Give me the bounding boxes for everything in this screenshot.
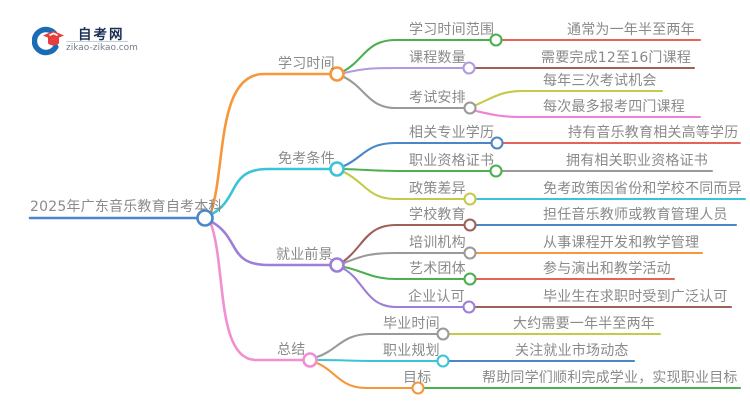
curve-goal [315, 361, 414, 390]
leaf-exam-times: 每年三次考试机会 [543, 73, 657, 89]
leaf-qualification-cert: 拥有相关职业资格证书 [566, 153, 708, 169]
leaf-training-institution: 从事课程开发和教学管理 [543, 235, 700, 251]
curve-root-to-study-time [209, 72, 332, 214]
dot-graduation-time [436, 327, 450, 341]
dot-corporate-recognition [462, 300, 476, 314]
leaf-art-troupe: 参与演出和教学活动 [543, 261, 671, 277]
curve-career-planning [315, 358, 439, 363]
logo-crescent [32, 26, 59, 56]
leaf-course-count: 需要完成12至16门课程 [541, 50, 692, 66]
dot-career-planning [436, 354, 450, 368]
logo-cap-base [48, 37, 59, 46]
dot-art-troupe [463, 272, 477, 286]
leaf-exam-limit: 每次最多报考四门课程 [543, 99, 685, 115]
wire-leaf-exam-limit [474, 109, 702, 119]
leaf-corporate-recognition: 毕业生在求职时受到广泛认可 [543, 289, 728, 305]
dot-related-degree [490, 136, 504, 150]
leaf-related-degree: 持有音乐教育相关高等学历 [568, 125, 739, 141]
node-label-corporate-recognition: 企业认可 [408, 289, 465, 305]
node-label-goal: 目标 [403, 370, 432, 386]
dot-course-count [462, 61, 476, 75]
dot-policy-difference [463, 192, 477, 206]
graduation-cap-icon [32, 26, 64, 56]
curve-qualification-cert [342, 167, 492, 173]
curve-course-count [342, 66, 465, 75]
dot-school-education [463, 218, 477, 232]
dot-summary [302, 352, 318, 368]
node-label-training-institution: 培训机构 [409, 235, 466, 251]
logo-cap-top [43, 31, 64, 40]
curve-exam-schedule [342, 75, 466, 110]
dot-qualification-cert [489, 164, 503, 178]
node-label-study-range: 学习时间范围 [409, 22, 495, 38]
logo-domain[interactable]: zikao-zikao.com [66, 43, 138, 53]
branch-label-exemption: 免考条件 [278, 151, 335, 167]
branch-label-study-time: 学习时间 [278, 56, 335, 72]
node-label-exam-schedule: 考试安排 [409, 90, 466, 106]
node-label-qualification-cert: 职业资格证书 [409, 153, 495, 169]
dot-study-range [489, 33, 503, 47]
curve-root-to-employment [210, 220, 332, 267]
root-node-dot [196, 209, 214, 227]
node-label-related-degree: 相关专业学历 [409, 125, 495, 141]
site-logo[interactable]: 自考网 zikao-zikao.com [30, 18, 142, 60]
curve-policy-difference [342, 170, 466, 201]
logo-cap-chevron [49, 32, 58, 37]
node-label-policy-difference: 政策差异 [409, 181, 466, 197]
dot-goal [411, 381, 425, 395]
curve-related-degree [342, 141, 493, 168]
node-label-career-planning: 职业规划 [383, 343, 440, 359]
node-label-course-count: 课程数量 [409, 50, 466, 66]
curve-study-range [342, 38, 492, 73]
node-label-school-education: 学校教育 [409, 207, 466, 223]
curve-school-education [342, 223, 466, 263]
dot-training-institution [463, 246, 477, 260]
node-label-art-troupe: 艺术团体 [409, 261, 466, 277]
dot-employment [329, 257, 345, 273]
node-label-graduation-time: 毕业时间 [383, 316, 440, 332]
branch-label-summary: 总结 [277, 342, 306, 358]
dot-exemption [329, 161, 345, 177]
leaf-policy-difference: 免考政策因省份和学校不同而异 [543, 181, 742, 197]
dot-exam-schedule [463, 101, 477, 115]
curve-training-institution [342, 251, 466, 265]
curve-root-to-summary [209, 222, 305, 362]
root-label: 2025年广东音乐教育自考本科 [30, 199, 223, 215]
logo-divider [66, 41, 128, 42]
leaf-school-education: 担任音乐教师或教育管理人员 [543, 207, 728, 223]
dot-study-time [329, 66, 345, 82]
leaf-graduation-time: 大约需要一年半至两年 [513, 316, 655, 332]
logo-title[interactable]: 自考网 [78, 27, 125, 43]
branch-label-employment: 就业前景 [276, 247, 333, 263]
leaf-goal: 帮助同学们顺利完成学业，实现职业目标 [482, 370, 738, 386]
wire-leaf-exam-times [474, 89, 664, 107]
curve-art-troupe [342, 265, 466, 281]
leaf-career-planning: 关注就业市场动态 [515, 343, 629, 359]
curve-graduation-time [315, 332, 439, 359]
curve-corporate-recognition [342, 267, 465, 309]
curve-root-to-exemption [210, 167, 332, 216]
leaf-study-range: 通常为一年半至两年 [567, 22, 695, 38]
